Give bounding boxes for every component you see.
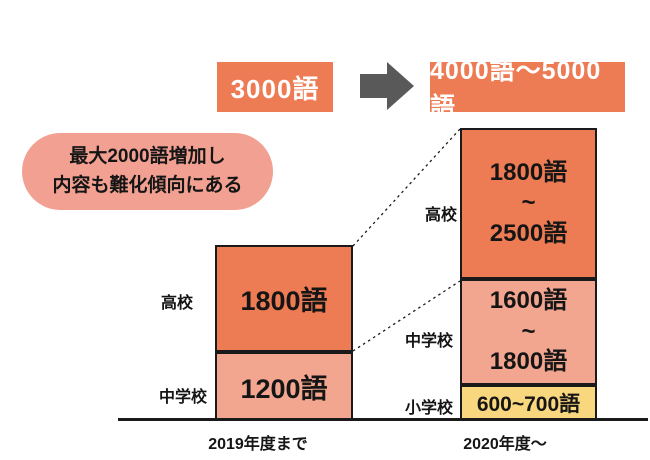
segment-value-line: 1800語 (489, 348, 568, 376)
total-before-box: 3000語 (217, 62, 333, 112)
baseline-axis (118, 418, 648, 421)
total-after-box: 4000語〜5000語 (430, 57, 625, 121)
bar-2020-segment-chugakkou: 1600語 ~ 1800語 (460, 279, 597, 385)
segment-value: 600~700語 (476, 392, 581, 416)
segment-value-tilde: ~ (521, 189, 536, 217)
callout-line-2: 内容も難化傾向にある (52, 174, 243, 196)
total-after-label: 4000語〜5000語 (430, 57, 602, 121)
bar-2020-segment-koukou: 1800語 ~ 2500語 (460, 128, 597, 279)
callout-line-1: 最大2000語増加し (69, 146, 226, 167)
label-2020-koukou: 高校 (424, 207, 457, 224)
axis-label-2019: 2019年度まで (208, 436, 308, 453)
segment-value: 1200語 (240, 373, 328, 404)
segment-value-line: 2500語 (489, 219, 568, 247)
callout-bubble: 最大2000語増加し 内容も難化傾向にある (22, 133, 273, 210)
segment-value: 1800語 (240, 286, 328, 316)
label-2019-chugakkou: 中学校 (158, 389, 207, 406)
bar-2020-segment-shougakkou: 600~700語 (460, 385, 597, 420)
label-2020-shougakkou: 小学校 (404, 400, 453, 417)
segment-value-tilde: ~ (521, 317, 536, 345)
label-2019-koukou: 高校 (160, 295, 193, 312)
total-before-label: 3000語 (230, 73, 320, 104)
bar-2019-segment-chugakkou: 1200語 (215, 352, 353, 420)
segment-value-line: 1800語 (489, 158, 568, 186)
axis-label-2020: 2020年度〜 (463, 436, 547, 453)
label-2020-chugakkou: 中学校 (404, 333, 453, 350)
right-arrow-icon (360, 62, 414, 110)
bar-2019-segment-koukou: 1800語 (215, 245, 353, 352)
segment-value-line: 1600語 (489, 287, 568, 315)
connector-dotted-line-top (352, 128, 461, 247)
